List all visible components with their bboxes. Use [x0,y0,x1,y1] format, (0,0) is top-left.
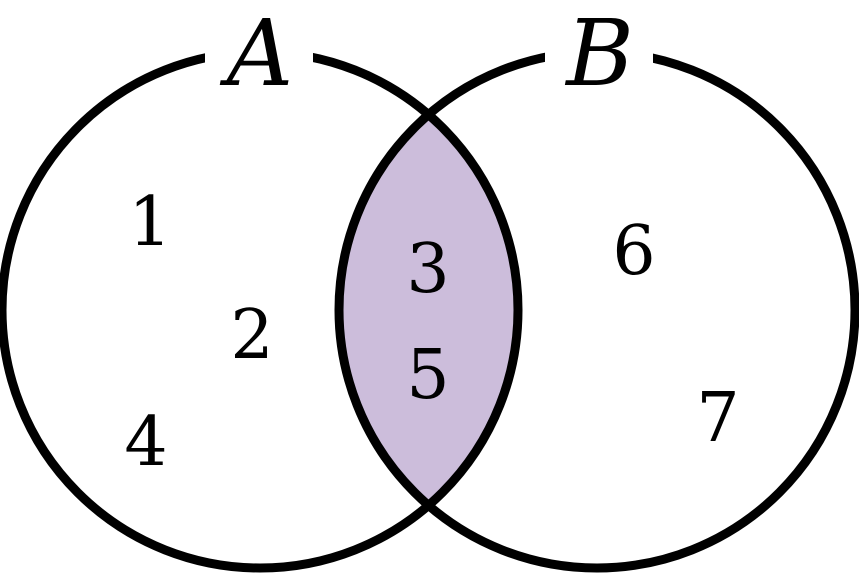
element-only-b: 6 [612,212,655,291]
element-only-a: 1 [128,183,171,262]
set-a-label-gap [205,20,313,95]
set-b-label-gap [545,20,653,95]
element-intersection: 5 [406,336,449,415]
element-intersection: 3 [406,230,449,309]
intersection-region [337,50,520,570]
element-only-a: 4 [124,403,167,482]
element-only-a: 2 [230,296,273,375]
element-only-b: 7 [696,379,739,458]
set-b-label: B [564,0,634,107]
set-a-label: A [219,0,293,107]
